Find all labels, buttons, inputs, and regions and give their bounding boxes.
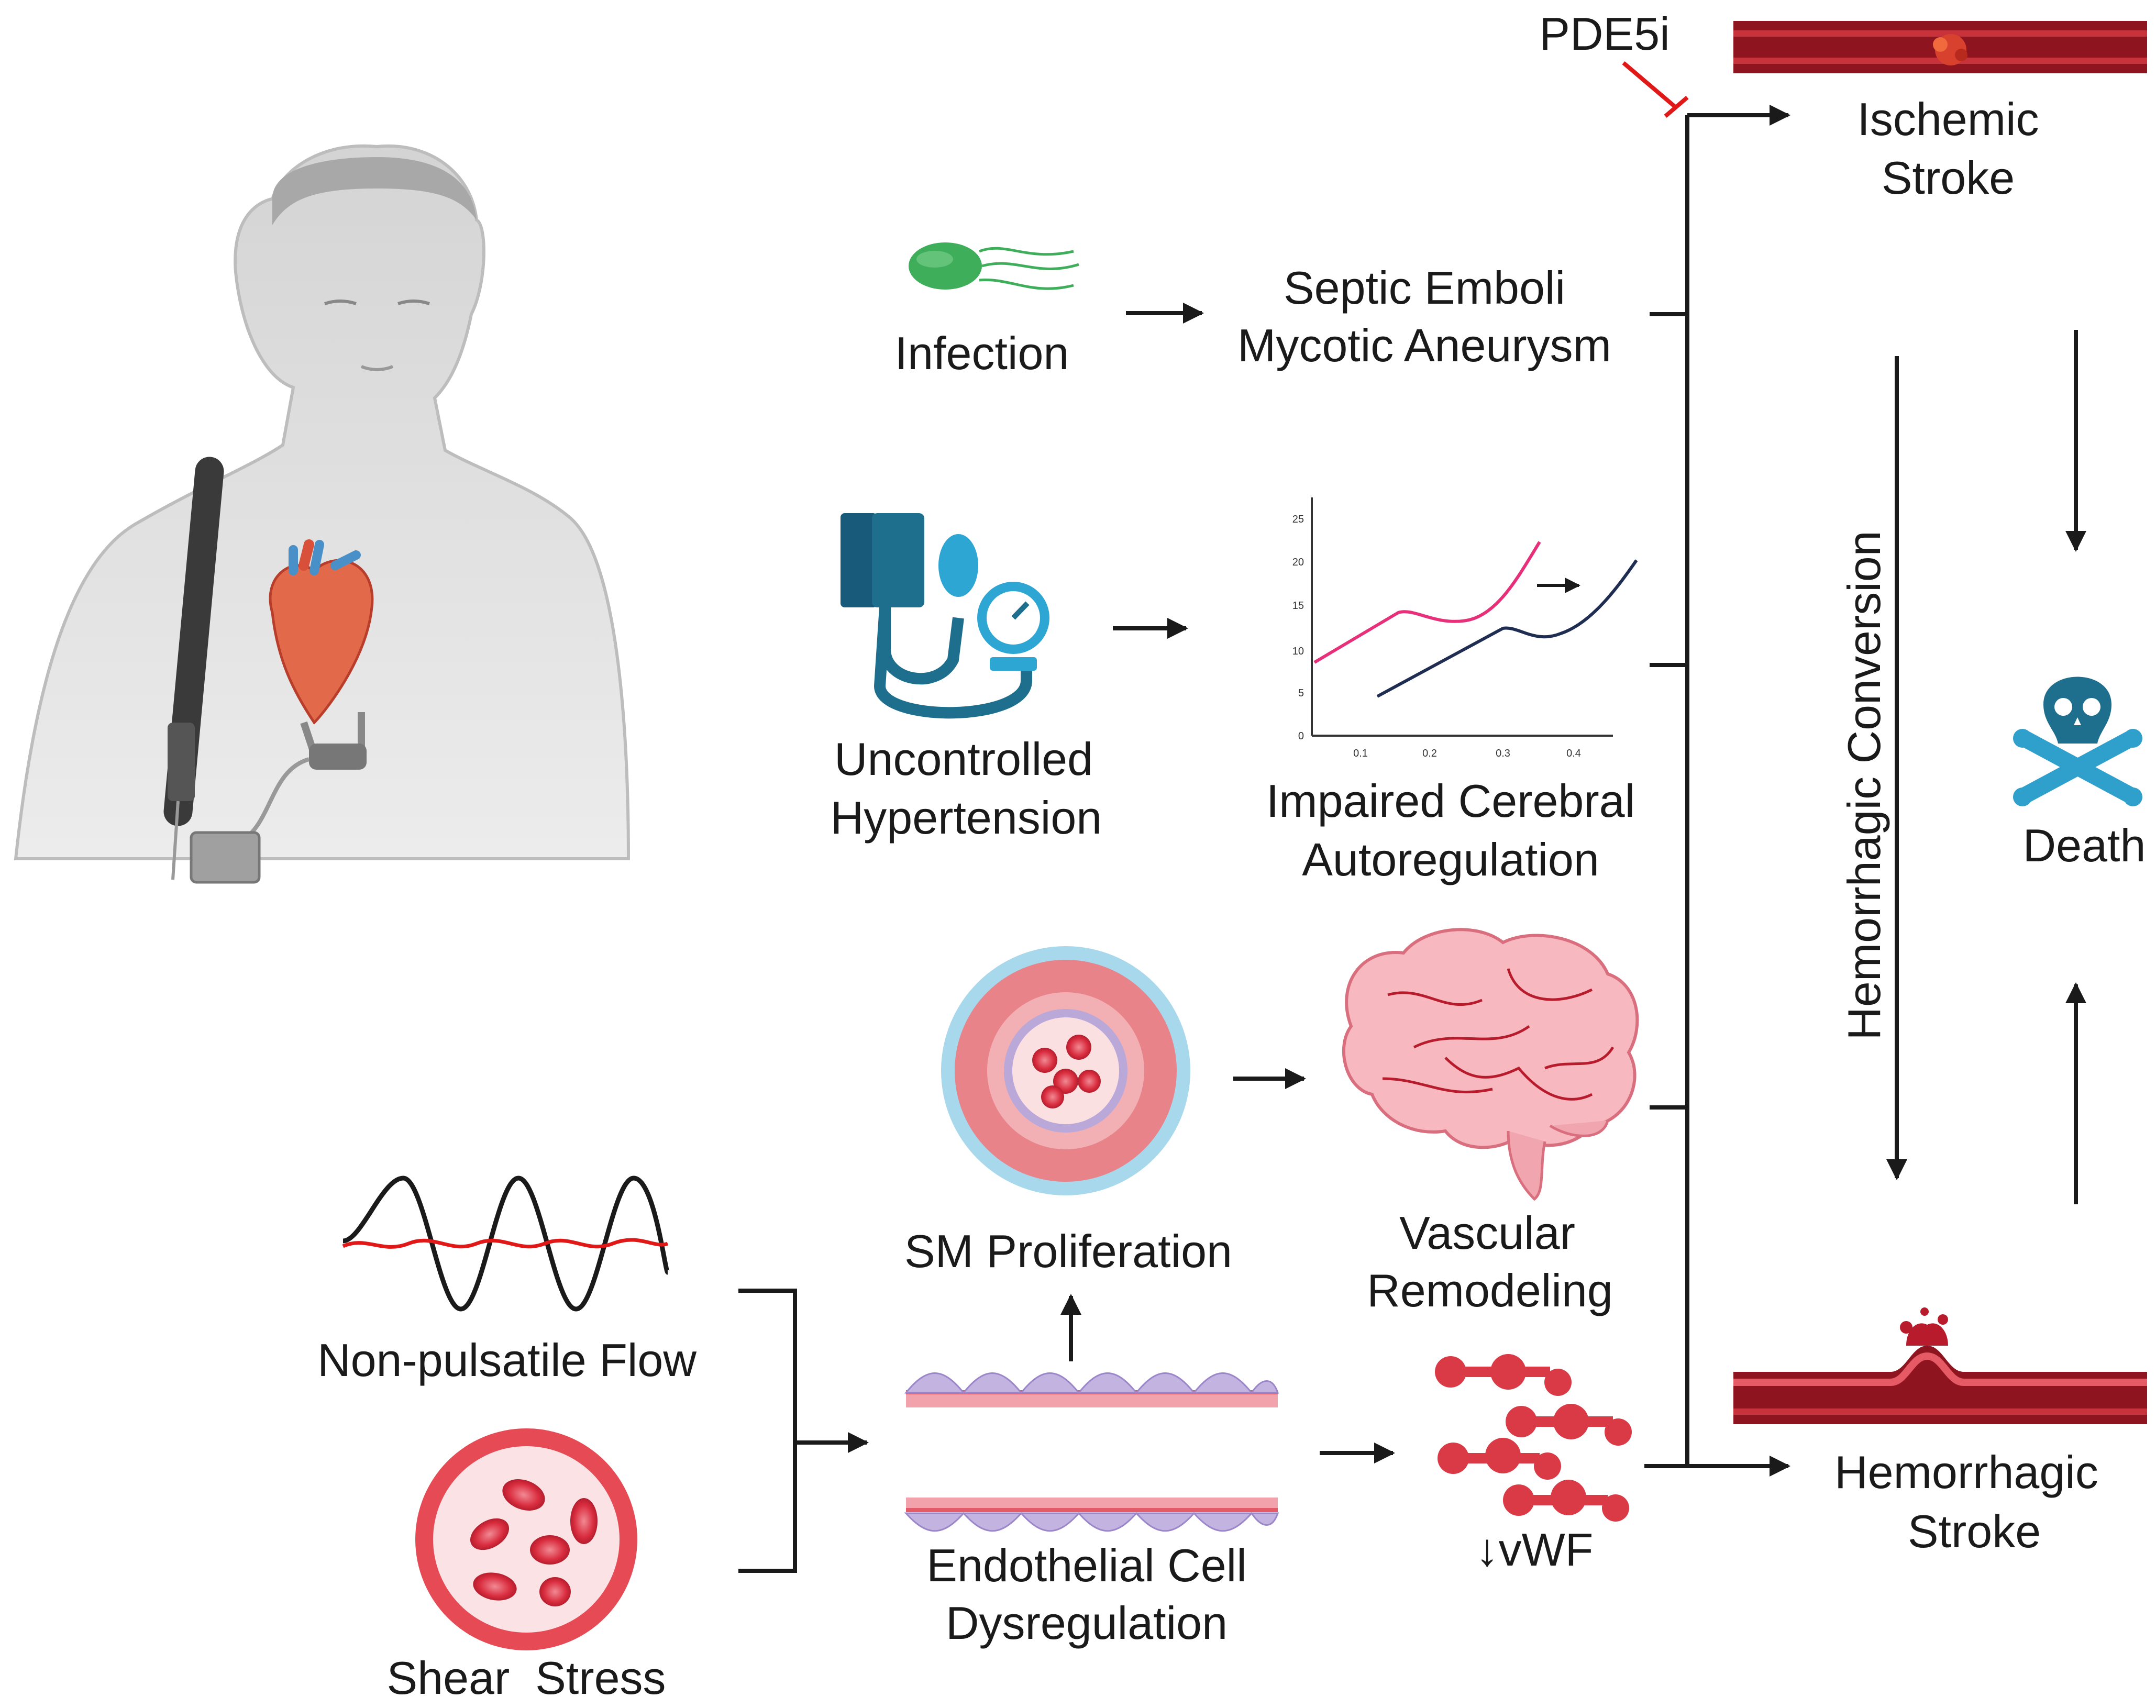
x-tick-labels: 0.1 0.2 0.3 0.4 [1353,748,1581,759]
remodeling-label: Remodeling [1367,1265,1613,1316]
normal-autoregulation-curve [1313,541,1541,664]
y-tick-15: 15 [1292,600,1304,612]
endothelial-label-2: Dysregulation [946,1597,1228,1649]
clotted-vessel-icon [1733,21,2147,73]
hypertension-label-2: Hypertension [831,792,1102,844]
shear-stress-label: Shear Stress [386,1652,666,1704]
x-tick-04: 0.4 [1566,748,1581,759]
vascular-label: Vascular [1399,1207,1575,1259]
autoregulation-label-1: Impaired Cerebral [1266,775,1635,827]
y-tick-20: 20 [1292,557,1304,568]
endothelial-layer-icon [904,1372,1279,1532]
human-torso-with-lvad-icon [14,144,631,884]
hemorrhagic-stroke-label-2: Stroke [1908,1505,2041,1557]
bacterium-icon [909,242,1079,290]
y-tick-25: 25 [1292,514,1304,525]
y-tick-5: 5 [1298,687,1304,699]
blood-pressure-cuff-icon [841,513,1049,719]
hypertension-label-1: Uncontrolled [834,733,1093,785]
infection-label: Infection [895,327,1069,379]
sm-proliferation-label: SM Proliferation [904,1225,1232,1277]
mycotic-aneurysm-label: Mycotic Aneurysm [1237,319,1611,371]
non-pulsatile-flow-label: Non-pulsatile Flow [317,1334,696,1386]
x-tick-02: 0.2 [1422,748,1437,759]
hemorrhagic-conversion-label: Hemorrhagic Conversion [1838,530,1890,1040]
autoregulation-label-2: Autoregulation [1302,834,1599,885]
x-tick-03: 0.3 [1496,748,1510,759]
x-tick-01: 0.1 [1353,748,1368,759]
septic-emboli-label: Septic Emboli [1284,262,1565,314]
ischemic-stroke-label-2: Stroke [1882,152,2015,204]
autoregulation-graph: 0 5 10 15 20 25 0.1 0.2 0.3 0.4 [1292,497,1638,759]
waveform-icon [342,1175,670,1312]
heart-icon [269,539,374,725]
pde5i-inhibition-bar [1664,95,1689,118]
death-label: Death [2023,819,2146,871]
brain-icon [1342,928,1639,1201]
vwf-multimer-icon [1435,1354,1632,1522]
skull-crossbones-icon [2013,676,2142,806]
y-tick-10: 10 [1292,646,1304,657]
pde5i-label: PDE5i [1539,8,1669,60]
endothelial-label-1: Endothelial Cell [926,1539,1247,1591]
bracket-connector [738,1289,797,1573]
ruptured-vessel-icon [1733,1307,2147,1424]
pde5i-inhibition-line [1622,61,1677,109]
y-tick-0: 0 [1298,730,1304,742]
vwf-label: ↓vWF [1476,1524,1594,1576]
y-tick-labels: 0 5 10 15 20 25 [1292,514,1304,742]
vessel-cross-section-icon [941,946,1190,1195]
red-blood-cells-icon [415,1428,637,1650]
impaired-autoregulation-curve [1376,559,1638,698]
hemorrhagic-stroke-label-1: Hemorrhagic [1834,1446,2098,1498]
ischemic-stroke-label-1: Ischemic [1857,93,2039,145]
